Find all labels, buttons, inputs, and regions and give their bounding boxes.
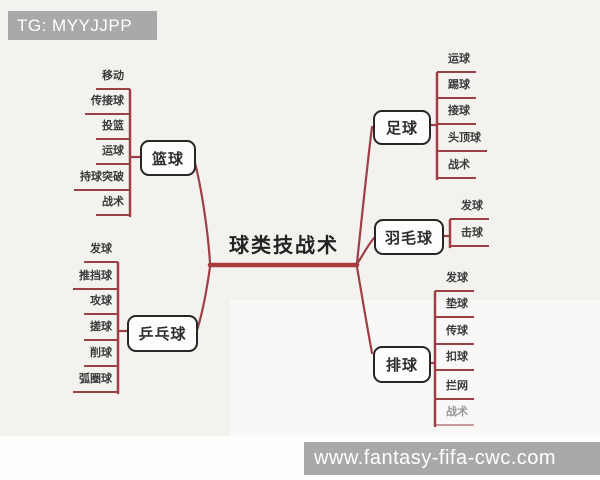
leaf-basketball-5[interactable]: 持球突破 (74, 171, 130, 191)
leaf-tabletennis-2[interactable]: 推挡球 (73, 270, 118, 290)
watermark-top-left: TG: MYYJJPP (8, 11, 157, 40)
leaf-tabletennis-5[interactable]: 削球 (84, 347, 118, 367)
connector-volleyball (355, 265, 374, 355)
connector-football (355, 125, 374, 265)
leaf-football-1[interactable]: 运球 (437, 53, 476, 73)
watermark-bottom-right: www.fantasy-fifa-cwc.com (304, 442, 600, 475)
leaf-tabletennis-6[interactable]: 弧圈球 (73, 373, 118, 393)
leaf-football-3[interactable]: 接球 (437, 105, 476, 125)
leaf-basketball-1[interactable]: 移动 (96, 70, 130, 90)
node-football[interactable]: 足球 (373, 110, 431, 145)
leaf-basketball-6[interactable]: 战术 (96, 196, 130, 216)
leaf-volleyball-6[interactable]: 战术 (435, 406, 474, 426)
leaf-tabletennis-4[interactable]: 搓球 (84, 321, 118, 341)
leaf-football-2[interactable]: 踢球 (437, 79, 476, 99)
leaf-tabletennis-1[interactable]: 发球 (84, 243, 118, 263)
leaf-football-5[interactable]: 战术 (437, 159, 476, 179)
node-volleyball[interactable]: 排球 (373, 346, 431, 383)
leaf-basketball-2[interactable]: 传接球 (85, 95, 130, 115)
connector-basketball (192, 157, 212, 265)
leaf-volleyball-3[interactable]: 传球 (435, 325, 474, 345)
connector-badminton (355, 235, 377, 266)
node-badminton[interactable]: 羽毛球 (374, 219, 444, 255)
leaf-football-4[interactable]: 头顶球 (437, 132, 487, 152)
leaf-volleyball-5[interactable]: 拦网 (435, 380, 474, 400)
leaf-badminton-1[interactable]: 发球 (450, 200, 489, 220)
leaf-volleyball-1[interactable]: 发球 (435, 272, 474, 292)
leaf-badminton-2[interactable]: 击球 (450, 227, 489, 247)
node-basketball[interactable]: 篮球 (140, 140, 196, 176)
leaf-volleyball-2[interactable]: 垫球 (435, 298, 474, 318)
leaf-tabletennis-3[interactable]: 攻球 (84, 295, 118, 315)
leaf-basketball-3[interactable]: 投篮 (96, 120, 130, 140)
connector-tabletennis (195, 265, 212, 332)
node-tabletennis[interactable]: 乒乓球 (127, 315, 198, 352)
leaf-volleyball-4[interactable]: 扣球 (435, 351, 474, 371)
root-node[interactable]: 球类技战术 (229, 235, 339, 257)
leaf-basketball-4[interactable]: 运球 (96, 145, 130, 165)
